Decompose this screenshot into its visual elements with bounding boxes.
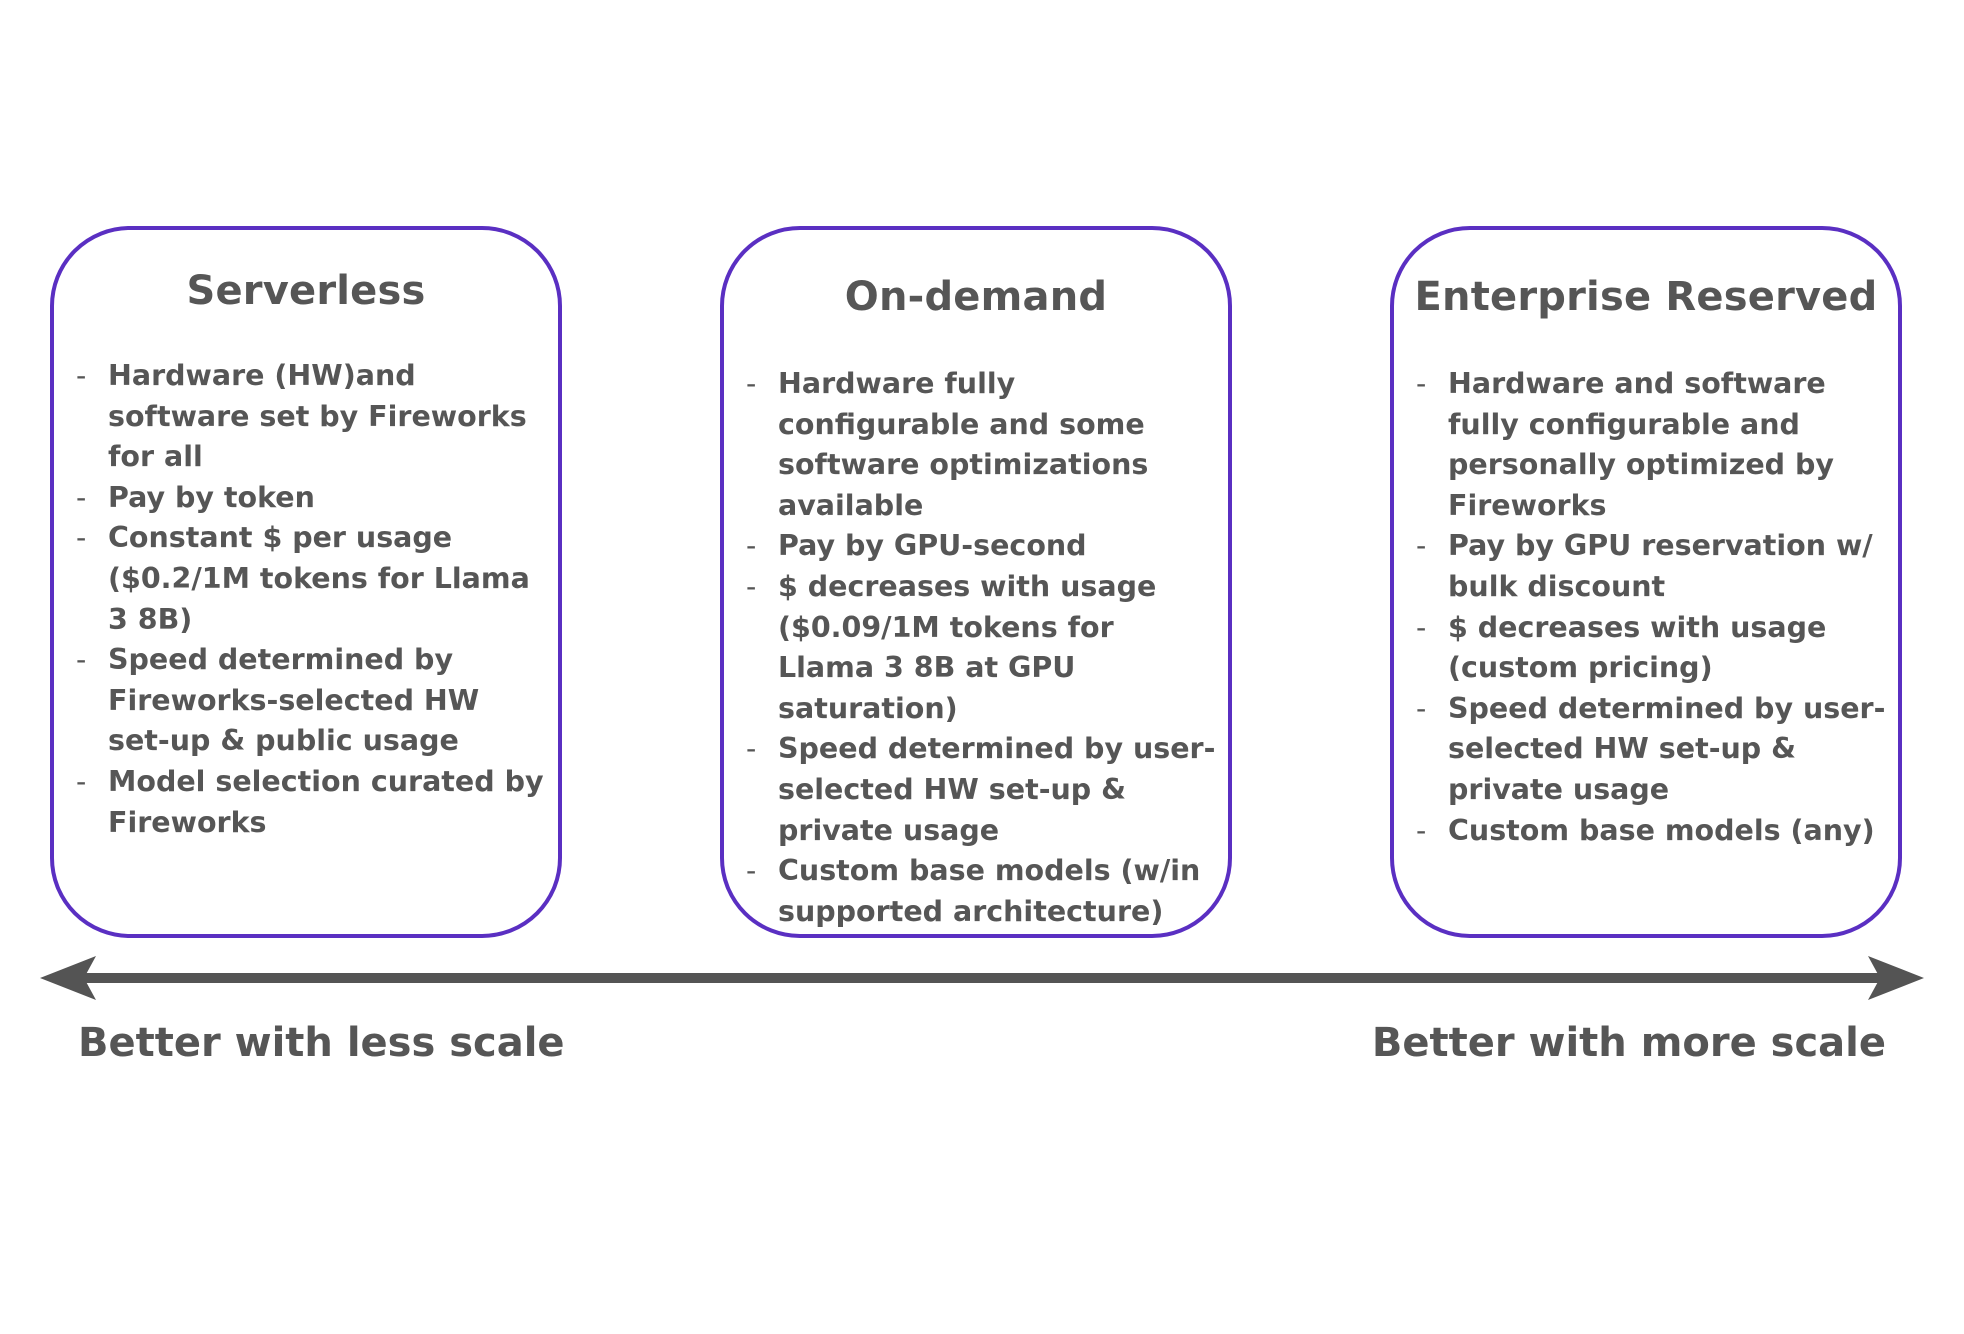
- bullet-text: Model selection curated by Fireworks: [108, 764, 544, 839]
- card-title: Enterprise Reserved: [1414, 274, 1878, 320]
- dash-icon: -: [1416, 367, 1427, 400]
- bullet-text: Custom base models (w/in supported archi…: [778, 854, 1201, 928]
- bullet-list: -Hardware fully configurable and some so…: [742, 364, 1218, 932]
- card-on-demand: On-demand -Hardware fully configurable a…: [720, 226, 1232, 938]
- list-item: -$ decreases with usage ($0.09/1M tokens…: [742, 567, 1218, 729]
- arrow-left-icon: [40, 956, 96, 1000]
- bullet-text: Hardware (HW)and software set by Firewor…: [108, 359, 527, 474]
- dash-icon: -: [746, 854, 757, 888]
- label-less-scale: Better with less scale: [78, 1020, 565, 1066]
- bullet-text: $ decreases with usage ($0.09/1M tokens …: [778, 569, 1157, 725]
- bullet-list: -Hardware and software fully configurabl…: [1412, 364, 1888, 851]
- bullet-text: Speed determined by user-selected HW set…: [1448, 691, 1886, 806]
- label-more-scale: Better with more scale: [1371, 1020, 1886, 1066]
- list-item: -Pay by GPU-second: [742, 526, 1218, 567]
- list-item: -Speed determined by Fireworks-selected …: [72, 640, 548, 762]
- dash-icon: -: [76, 521, 87, 555]
- dash-icon: -: [76, 480, 87, 514]
- dash-icon: -: [746, 367, 757, 400]
- bullet-text: $ decreases with usage (custom pricing): [1448, 610, 1827, 685]
- dash-icon: -: [1416, 529, 1427, 563]
- list-item: -Hardware (HW)and software set by Firewo…: [72, 356, 548, 478]
- dash-icon: -: [76, 764, 87, 798]
- list-item: -Speed determined by user-selected HW se…: [1412, 689, 1888, 811]
- card-title: On-demand: [844, 274, 1108, 320]
- list-item: -Custom base models (w/in supported arch…: [742, 851, 1218, 932]
- bullet-list: -Hardware (HW)and software set by Firewo…: [72, 356, 548, 843]
- list-item: -Pay by token: [72, 478, 548, 519]
- card-enterprise-reserved: Enterprise Reserved -Hardware and softwa…: [1390, 226, 1902, 938]
- bullet-text: Pay by GPU-second: [778, 529, 1087, 563]
- bullet-text: Speed determined by user-selected HW set…: [778, 732, 1216, 847]
- arrow-right-icon: [1868, 956, 1924, 1000]
- dash-icon: -: [76, 359, 87, 392]
- bullet-text: Constant $ per usage ($0.2/1M tokens for…: [108, 521, 530, 636]
- dash-icon: -: [76, 643, 87, 677]
- list-item: -Pay by GPU reservation w/ bulk discount: [1412, 526, 1888, 607]
- bullet-text: Hardware and software fully configurable…: [1448, 367, 1834, 522]
- card-title: Serverless: [186, 268, 426, 314]
- dash-icon: -: [1416, 610, 1427, 644]
- list-item: -Custom base models (any): [1412, 811, 1888, 852]
- bullet-text: Hardware fully configurable and some sof…: [778, 367, 1149, 522]
- list-item: -Speed determined by user-selected HW se…: [742, 729, 1218, 851]
- list-item: -Hardware fully configurable and some so…: [742, 364, 1218, 526]
- dash-icon: -: [1416, 691, 1427, 725]
- list-item: -$ decreases with usage (custom pricing): [1412, 608, 1888, 689]
- dash-icon: -: [746, 529, 757, 563]
- dash-icon: -: [746, 569, 757, 603]
- dash-icon: -: [746, 732, 757, 766]
- dash-icon: -: [1416, 813, 1427, 847]
- bullet-text: Custom base models (any): [1448, 813, 1875, 847]
- bullet-text: Speed determined by Fireworks-selected H…: [108, 643, 480, 758]
- list-item: -Constant $ per usage ($0.2/1M tokens fo…: [72, 518, 548, 640]
- list-item: -Hardware and software fully configurabl…: [1412, 364, 1888, 526]
- list-item: -Model selection curated by Fireworks: [72, 762, 548, 843]
- bullet-text: Pay by GPU reservation w/ bulk discount: [1448, 529, 1873, 603]
- card-serverless: Serverless -Hardware (HW)and software se…: [50, 226, 562, 938]
- bullet-text: Pay by token: [108, 480, 315, 514]
